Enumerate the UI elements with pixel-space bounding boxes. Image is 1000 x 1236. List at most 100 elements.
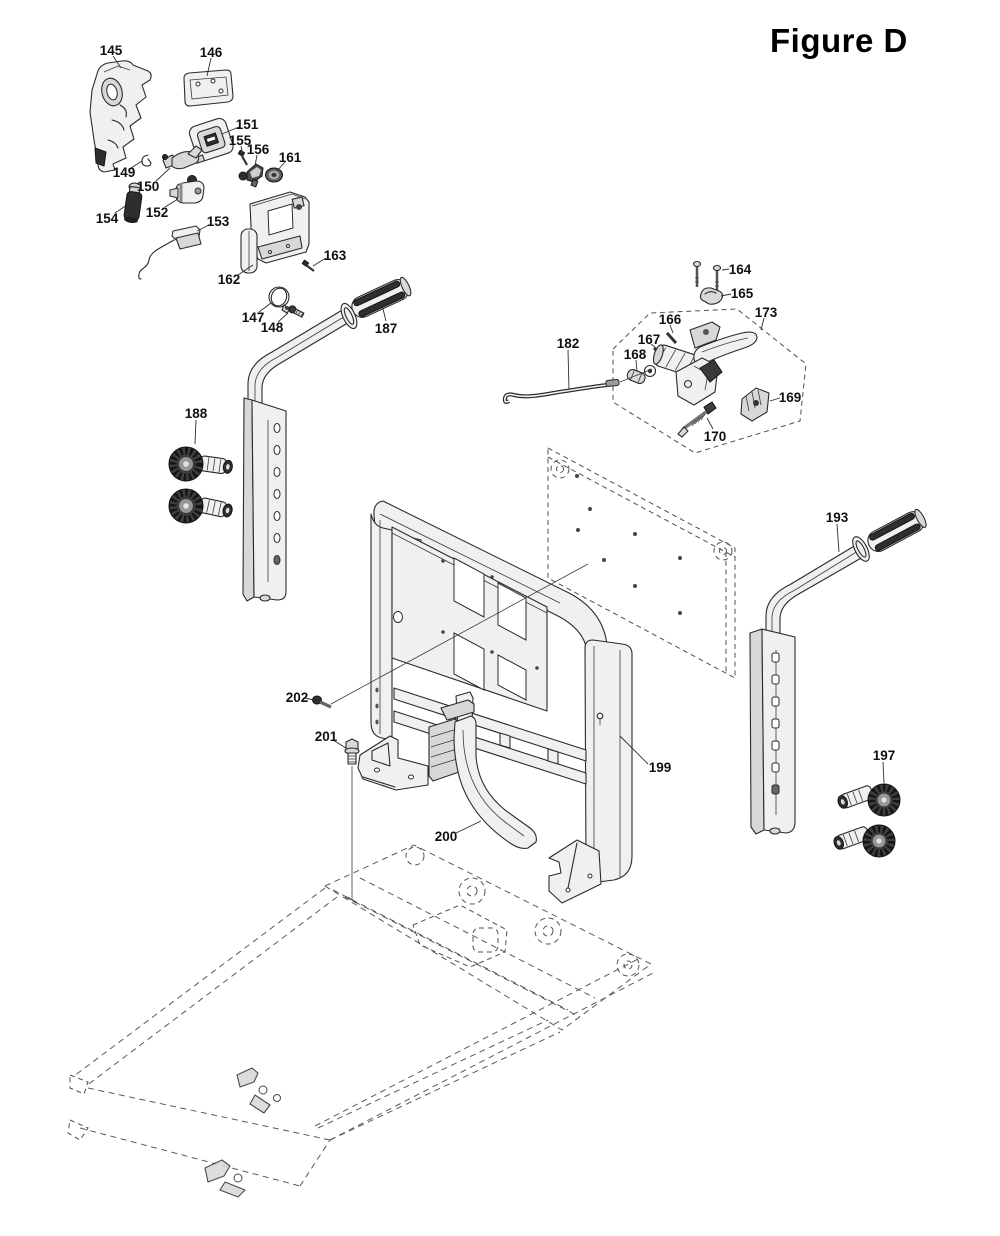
part-label-182: 182 bbox=[557, 336, 580, 351]
part-148-screw bbox=[288, 305, 305, 318]
phantom-mount-panel bbox=[547, 447, 736, 679]
leader-201 bbox=[332, 739, 347, 749]
part-201-bolt bbox=[344, 738, 360, 904]
part-169-bracket bbox=[740, 387, 770, 422]
frame-right-foot bbox=[548, 839, 602, 904]
part-label-193: 193 bbox=[826, 510, 849, 525]
part-188-knobs bbox=[168, 446, 233, 524]
leader-188 bbox=[194, 419, 197, 445]
leader-193 bbox=[836, 523, 840, 553]
part-149-clip bbox=[141, 154, 152, 167]
phantom-base-frame bbox=[67, 844, 656, 1198]
leader-187 bbox=[381, 304, 387, 322]
leader-155 bbox=[240, 145, 244, 156]
rail-holes-left bbox=[273, 423, 281, 565]
part-label-162: 162 bbox=[218, 272, 241, 287]
part-163-screw bbox=[301, 259, 315, 272]
part-label-188: 188 bbox=[185, 406, 208, 421]
mount-line-202 bbox=[330, 563, 589, 705]
part-label-145: 145 bbox=[100, 43, 123, 58]
leader-162 bbox=[237, 264, 254, 276]
leader-153 bbox=[196, 224, 210, 232]
part-202-screw bbox=[312, 563, 589, 709]
leader-165 bbox=[720, 293, 732, 297]
part-165-clamp bbox=[699, 287, 724, 305]
part-152-switch bbox=[169, 175, 205, 204]
part-170-rod bbox=[677, 401, 717, 438]
part-label-155: 155 bbox=[229, 133, 252, 148]
part-147-ring bbox=[268, 286, 291, 314]
part-label-166: 166 bbox=[659, 312, 682, 327]
part-146-plate bbox=[183, 69, 234, 107]
leader-146 bbox=[206, 57, 212, 77]
part-label-169: 169 bbox=[779, 390, 802, 405]
part-145-housing bbox=[89, 60, 152, 173]
part-187-handle bbox=[247, 276, 412, 405]
part-label-150: 150 bbox=[137, 179, 160, 194]
part-label-163: 163 bbox=[324, 248, 347, 263]
leader-182 bbox=[567, 349, 570, 391]
part-156-lever bbox=[238, 163, 264, 188]
part-label-164: 164 bbox=[729, 262, 752, 277]
leader-166 bbox=[669, 324, 674, 334]
leader-150 bbox=[155, 167, 171, 182]
part-173-assembly-boundary bbox=[612, 308, 807, 454]
frame-left-foot bbox=[357, 735, 429, 791]
base-hardware-cluster-upper bbox=[236, 1067, 281, 1114]
part-label-154: 154 bbox=[96, 211, 119, 226]
right-rail bbox=[749, 628, 796, 835]
leader-154 bbox=[114, 204, 128, 214]
post-holes bbox=[375, 687, 379, 725]
part-label-173: 173 bbox=[755, 305, 778, 320]
left-rail bbox=[242, 397, 287, 602]
frame-panel-dots bbox=[441, 559, 539, 670]
part-168-sleeve bbox=[626, 364, 657, 385]
leader-149 bbox=[130, 160, 143, 169]
part-193-handle bbox=[765, 508, 927, 634]
part-161-grommet bbox=[265, 167, 283, 183]
part-label-197: 197 bbox=[873, 748, 896, 763]
leader-152 bbox=[164, 198, 179, 208]
part-153-cable bbox=[138, 239, 175, 280]
leader-163 bbox=[312, 257, 327, 267]
part-label-199: 199 bbox=[649, 760, 672, 775]
figure-title: Figure D bbox=[770, 22, 908, 59]
leader-161 bbox=[276, 161, 286, 172]
leader-164 bbox=[721, 268, 730, 271]
part-label-153: 153 bbox=[207, 214, 230, 229]
leader-169 bbox=[769, 397, 781, 402]
leader-173 bbox=[760, 317, 765, 331]
leader-167 bbox=[650, 343, 658, 350]
leader-168 bbox=[635, 359, 638, 372]
part-153-connector bbox=[138, 225, 202, 280]
leader-202 bbox=[304, 697, 315, 701]
base-hardware-cluster-lower bbox=[204, 1159, 246, 1198]
part-label-202: 202 bbox=[286, 690, 309, 705]
part-164-bolts bbox=[692, 260, 722, 291]
part-label-167: 167 bbox=[638, 332, 661, 347]
leader-197 bbox=[882, 761, 885, 784]
leader-145 bbox=[112, 55, 122, 69]
part-label-147: 147 bbox=[242, 310, 265, 325]
part-label-151: 151 bbox=[236, 117, 259, 132]
part-200-bracket bbox=[428, 691, 537, 849]
part-label-149: 149 bbox=[113, 165, 136, 180]
part-labels: 145 146 151 155 156 161 149 150 152 154 … bbox=[96, 43, 896, 844]
part-162-housing bbox=[240, 191, 310, 274]
part-154-boot bbox=[123, 182, 143, 224]
part-label-152: 152 bbox=[146, 205, 169, 220]
part-label-165: 165 bbox=[731, 286, 754, 301]
part-label-161: 161 bbox=[279, 150, 302, 165]
part-label-170: 170 bbox=[704, 429, 727, 444]
part-label-201: 201 bbox=[315, 729, 338, 744]
part-label-156: 156 bbox=[247, 142, 270, 157]
leader-148 bbox=[277, 312, 289, 323]
part-199-frame bbox=[357, 500, 633, 904]
leader-199 bbox=[619, 735, 649, 765]
part-182-cable bbox=[502, 368, 653, 404]
leader-lines bbox=[112, 55, 885, 834]
part-150-bracket bbox=[162, 145, 203, 170]
rail-holes-right bbox=[771, 652, 780, 795]
